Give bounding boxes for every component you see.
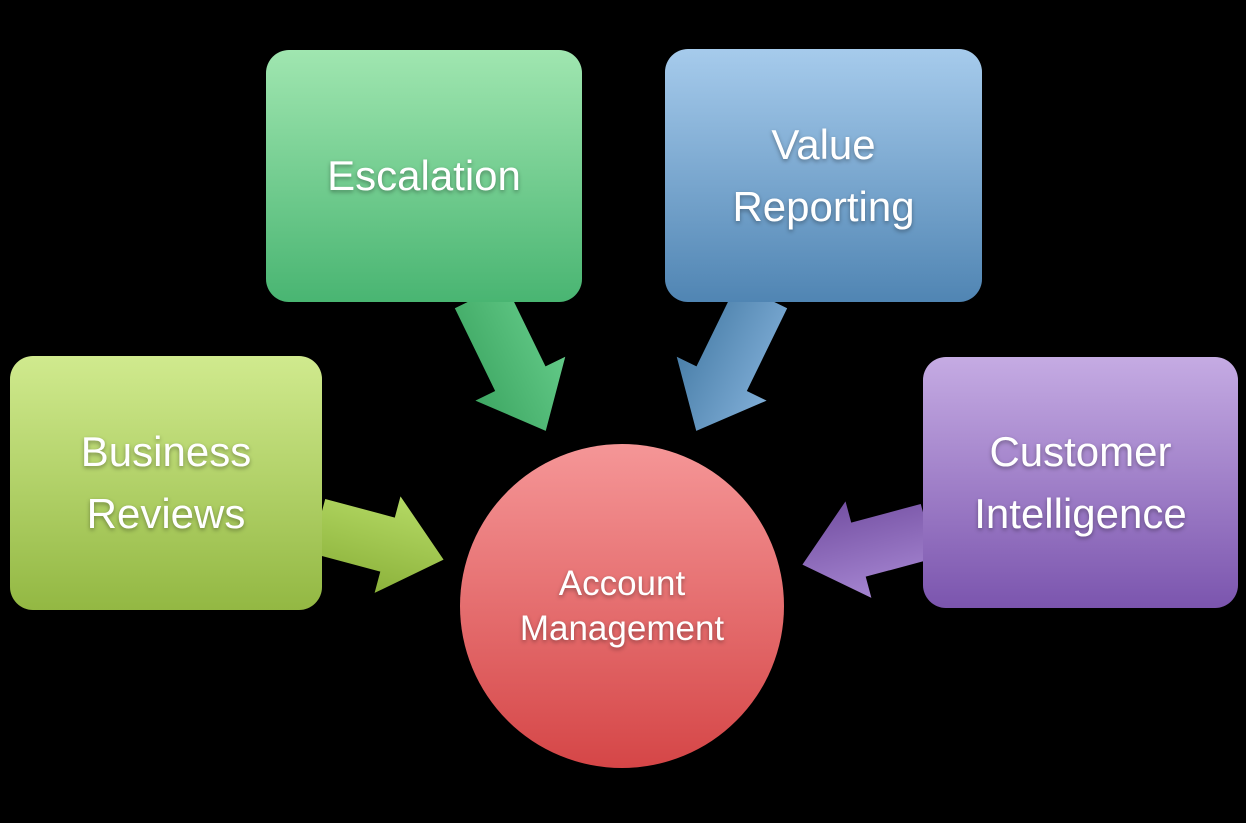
node-customer-intelligence-shape (923, 357, 1238, 608)
node-account-management-shape (460, 444, 784, 768)
node-business-reviews-shape (10, 356, 322, 610)
arrow-business-reviews-to-center (310, 496, 444, 593)
arrow-customer-intelligence-to-center (802, 501, 936, 598)
node-value-reporting-shape (665, 49, 982, 302)
arrow-escalation-to-center (454, 283, 566, 431)
arrow-value-reporting-to-center (676, 283, 788, 431)
node-escalation-shape (266, 50, 582, 302)
